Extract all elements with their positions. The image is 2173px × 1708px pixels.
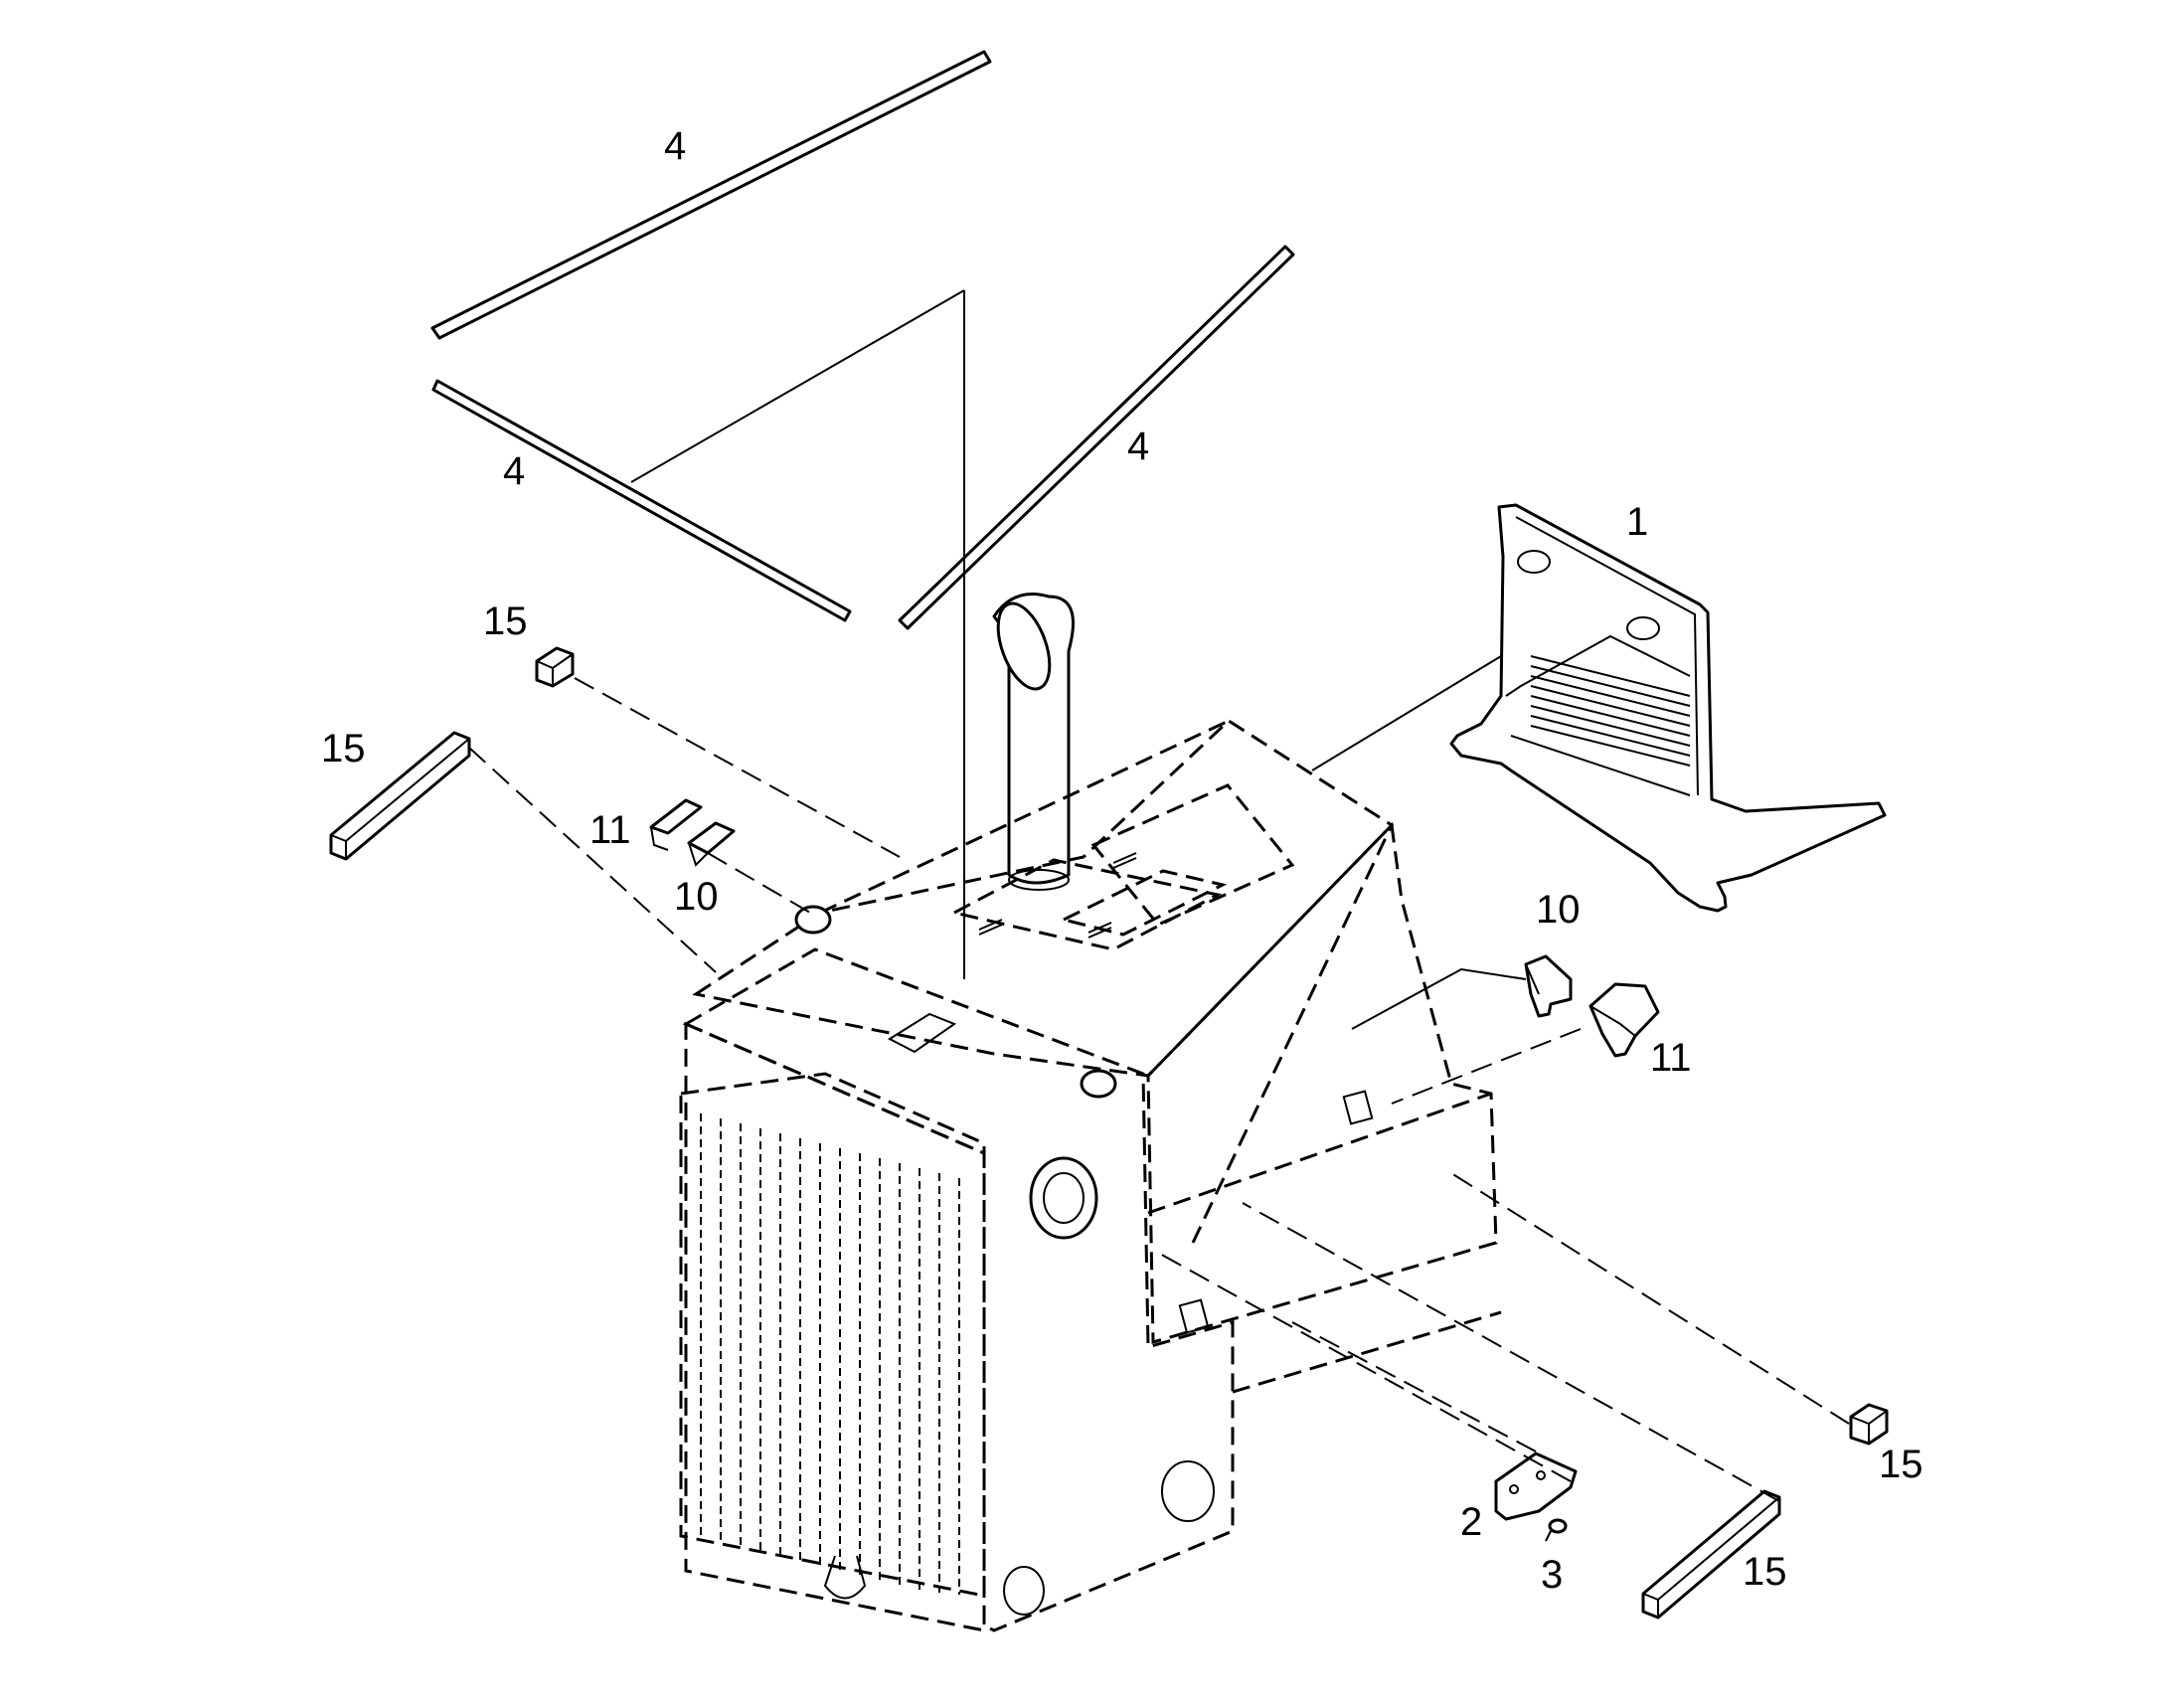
seal-strip-top [430, 50, 992, 340]
clip-left-11 [649, 798, 703, 851]
callout-bracket-frame: 1 [1626, 500, 1648, 544]
callout-pad-right-small: 15 [1879, 1443, 1923, 1486]
leader-lines-strips [630, 289, 965, 979]
vent-marks [978, 852, 1137, 939]
pad-right-small [1849, 1403, 1889, 1446]
callout-plate: 2 [1460, 1500, 1482, 1544]
pad-right-long [1641, 1489, 1781, 1620]
callout-clip-right-11: 11 [1650, 1036, 1692, 1080]
radiator-grille [679, 1072, 986, 1598]
clip-right-11 [1588, 982, 1660, 1058]
seal-strip-left [431, 379, 852, 622]
callout-labels: 4 4 4 1 15 15 11 10 10 11 15 2 3 15 [321, 124, 1923, 1597]
callout-pad-top-small: 15 [483, 599, 528, 643]
exhaust-stack [992, 593, 1075, 891]
pad-top-small [535, 646, 575, 688]
bracket-frame [1311, 503, 1887, 913]
callout-pad-right-long: 15 [1743, 1550, 1787, 1594]
bracket-louvres [1530, 655, 1691, 767]
screw [1545, 1518, 1568, 1542]
callout-pad-left-long: 15 [321, 727, 366, 770]
seal-strip-right [898, 245, 1295, 630]
callout-clip-right-10: 10 [1536, 888, 1581, 932]
clip-right-10 [1524, 954, 1573, 1018]
callout-strip-left: 4 [503, 449, 525, 493]
callout-screw: 3 [1541, 1553, 1563, 1597]
pad-left-long [329, 731, 471, 861]
callout-strip-top: 4 [664, 124, 686, 168]
callout-strip-right: 4 [1127, 425, 1149, 468]
callout-clip-left-10: 10 [674, 875, 719, 919]
assembly-dash-lines [468, 677, 1850, 1502]
mounting-plate [1494, 1452, 1578, 1521]
radiator-housing [679, 719, 1502, 1632]
callout-clip-left-11: 11 [589, 808, 631, 852]
clip-left-10 [687, 821, 736, 867]
